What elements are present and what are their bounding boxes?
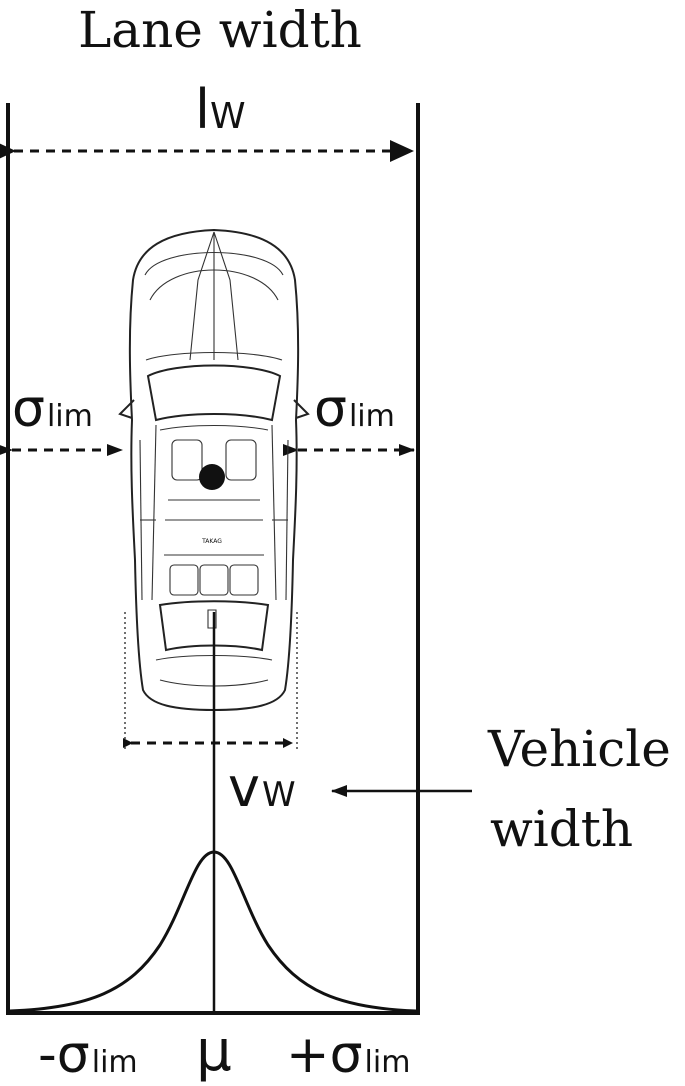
vehicle-width-label-line1: Vehicle: [487, 720, 671, 778]
right-sigma-main: σ: [314, 379, 347, 439]
plus-sigma-main: +σ: [286, 1025, 363, 1085]
plus-sigma-sub: lim: [365, 1045, 411, 1080]
vehicle-width-symbol: vW: [228, 756, 296, 819]
lane-width-symbol-main: l: [195, 78, 210, 141]
gaussian-curve: [9, 850, 417, 1013]
vehicle-width-label-line2: width: [490, 800, 633, 858]
mu-label: μ: [196, 1019, 232, 1084]
right-sigma-sub: lim: [349, 399, 395, 434]
car-badge-text: TAKAG: [201, 538, 222, 545]
lane-width-title: Lane width: [78, 1, 362, 59]
plus-sigma-lim-label: +σlim: [286, 1025, 410, 1085]
left-sigma-lim-label: σlim: [12, 379, 93, 439]
left-sigma-main: σ: [12, 379, 45, 439]
minus-sigma-lim-label: -σlim: [38, 1025, 138, 1085]
vehicle-center-dot: [199, 464, 225, 490]
minus-sigma-main: -σ: [38, 1025, 90, 1085]
vehicle-width-symbol-sub: W: [262, 775, 296, 815]
right-sigma-lim-label: σlim: [314, 379, 395, 439]
minus-sigma-sub: lim: [92, 1045, 138, 1080]
lane-width-symbol-sub: W: [210, 96, 246, 137]
left-sigma-sub: lim: [47, 399, 93, 434]
lane-width-symbol: lW: [195, 78, 246, 141]
vehicle-width-symbol-main: v: [228, 756, 260, 819]
